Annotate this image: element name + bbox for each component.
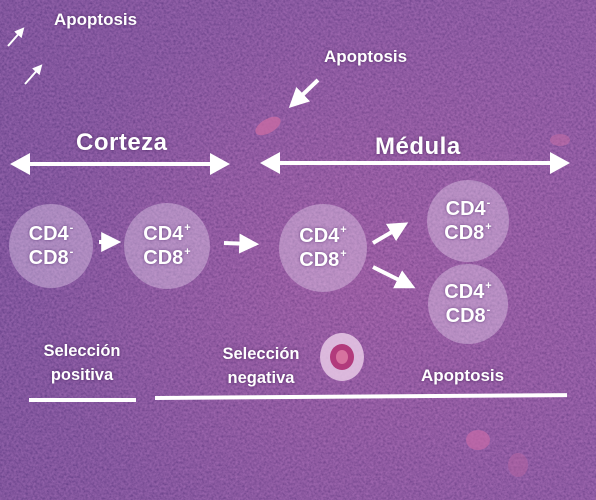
cd4-marker: CD4 xyxy=(143,223,184,245)
cd8-marker: CD8 xyxy=(444,222,485,244)
cd4-sign: + xyxy=(485,280,492,292)
medulla-label: Médula xyxy=(375,133,461,160)
positive-selection-line2: positiva xyxy=(50,365,114,384)
cd4-marker: CD4 xyxy=(28,223,69,245)
cd4-sign: - xyxy=(69,222,74,234)
apoptosis-label-top-left: Apoptosis xyxy=(54,10,138,29)
stage-cd8-single-positive: CD4- CD8+ xyxy=(427,180,509,262)
cd4-marker: CD4 xyxy=(445,198,486,220)
stage-double-positive-cortex: CD4+ CD8+ xyxy=(124,203,210,289)
apoptosis-label-top-center: Apoptosis xyxy=(324,47,408,66)
negative-selection-label: Selección negativa xyxy=(205,343,317,391)
apoptosis-arrow-top-left-1 xyxy=(7,27,25,47)
apoptosis-arrow-top-left-2 xyxy=(24,64,43,85)
cd4-sign: - xyxy=(486,197,491,209)
negative-selection-line2: negativa xyxy=(227,368,295,387)
positive-selection-label: Selección positiva xyxy=(26,340,138,388)
stage-double-positive-medulla: CD4+ CD8+ xyxy=(279,204,367,292)
cd8-sign: + xyxy=(184,246,191,258)
arrow-to-cd8-sp xyxy=(371,222,409,245)
cd8-marker: CD8 xyxy=(143,247,184,269)
cd8-marker: CD8 xyxy=(299,249,340,271)
apoptosis-label-bottom-right: Apoptosis xyxy=(421,366,505,385)
cd8-marker: CD8 xyxy=(445,305,486,327)
apoptosis-arrow-top-center xyxy=(288,78,320,108)
cd8-marker: CD8 xyxy=(28,247,69,269)
cd4-sign: + xyxy=(184,222,191,234)
arrow-dp-cortex-to-medulla xyxy=(223,233,260,254)
cd8-sign: - xyxy=(486,304,491,316)
cd4-sign: + xyxy=(340,224,347,236)
stage-double-negative: CD4- CD8- xyxy=(9,204,93,288)
positive-selection-line1: Selección xyxy=(43,342,121,360)
medulla-span-arrow xyxy=(260,152,570,174)
cortex-label: Corteza xyxy=(76,129,168,156)
negative-selection-line1: Selección xyxy=(222,345,300,363)
cd8-sign: - xyxy=(69,246,74,258)
cd4-marker: CD4 xyxy=(299,225,340,247)
arrow-to-cd4-sp xyxy=(372,265,416,289)
cd8-sign: + xyxy=(485,221,492,233)
cortex-span-arrow xyxy=(10,153,230,175)
stage-cd4-single-positive: CD4+ CD8- xyxy=(428,264,508,344)
cd4-marker: CD4 xyxy=(444,281,485,303)
positive-selection-underline xyxy=(29,398,136,402)
cd8-sign: + xyxy=(340,248,347,260)
